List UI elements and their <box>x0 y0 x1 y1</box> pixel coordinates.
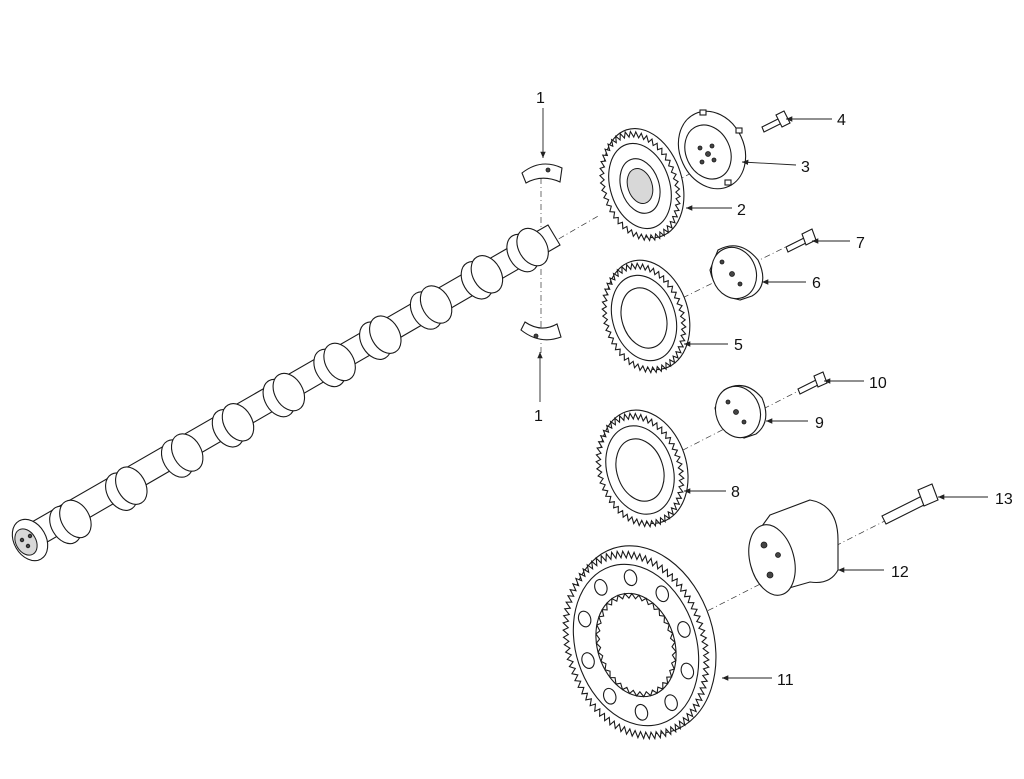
cover-plate <box>677 109 747 190</box>
cam-lobe <box>516 227 549 267</box>
callout-1-bottom: 1 <box>534 408 543 425</box>
cam-lobe <box>272 372 306 412</box>
bearing-shell-bottom <box>520 321 562 341</box>
callout-2: 2 <box>737 202 746 219</box>
callout-13: 13 <box>995 491 1013 508</box>
hub-12 <box>748 499 839 596</box>
callout-9: 9 <box>815 415 824 432</box>
callout-8: 8 <box>731 484 740 501</box>
bolt-13 <box>881 483 939 525</box>
bolt-4 <box>761 110 791 133</box>
cam-lobe <box>369 315 402 354</box>
callout-3: 3 <box>801 159 810 176</box>
cam-lobe <box>470 255 504 294</box>
camshaft <box>11 224 561 562</box>
callout-5: 5 <box>734 337 743 354</box>
cam-lobe <box>115 466 148 505</box>
hub-6 <box>709 245 764 301</box>
cam-lobe <box>221 403 255 442</box>
cam-lobe <box>419 285 453 324</box>
hub-9 <box>714 384 767 439</box>
callout-1-top: 1 <box>536 90 545 107</box>
callout-11: 11 <box>777 672 794 689</box>
bolt-10 <box>797 371 828 395</box>
callout-10: 10 <box>869 375 887 392</box>
cam-lobe <box>59 499 92 539</box>
bolt-7 <box>785 228 817 253</box>
cam-lobe <box>170 433 204 472</box>
callout-12: 12 <box>891 564 909 581</box>
cam-lobe <box>323 342 356 382</box>
callout-6: 6 <box>812 275 821 292</box>
callout-7: 7 <box>856 235 865 252</box>
gear-8 <box>595 409 689 529</box>
leader-3 <box>741 159 797 166</box>
callout-4: 4 <box>837 112 846 129</box>
large-gear-11 <box>562 545 717 741</box>
cam-gear <box>599 127 685 242</box>
gear-5 <box>601 259 691 375</box>
bearing-shell-top <box>521 163 563 184</box>
